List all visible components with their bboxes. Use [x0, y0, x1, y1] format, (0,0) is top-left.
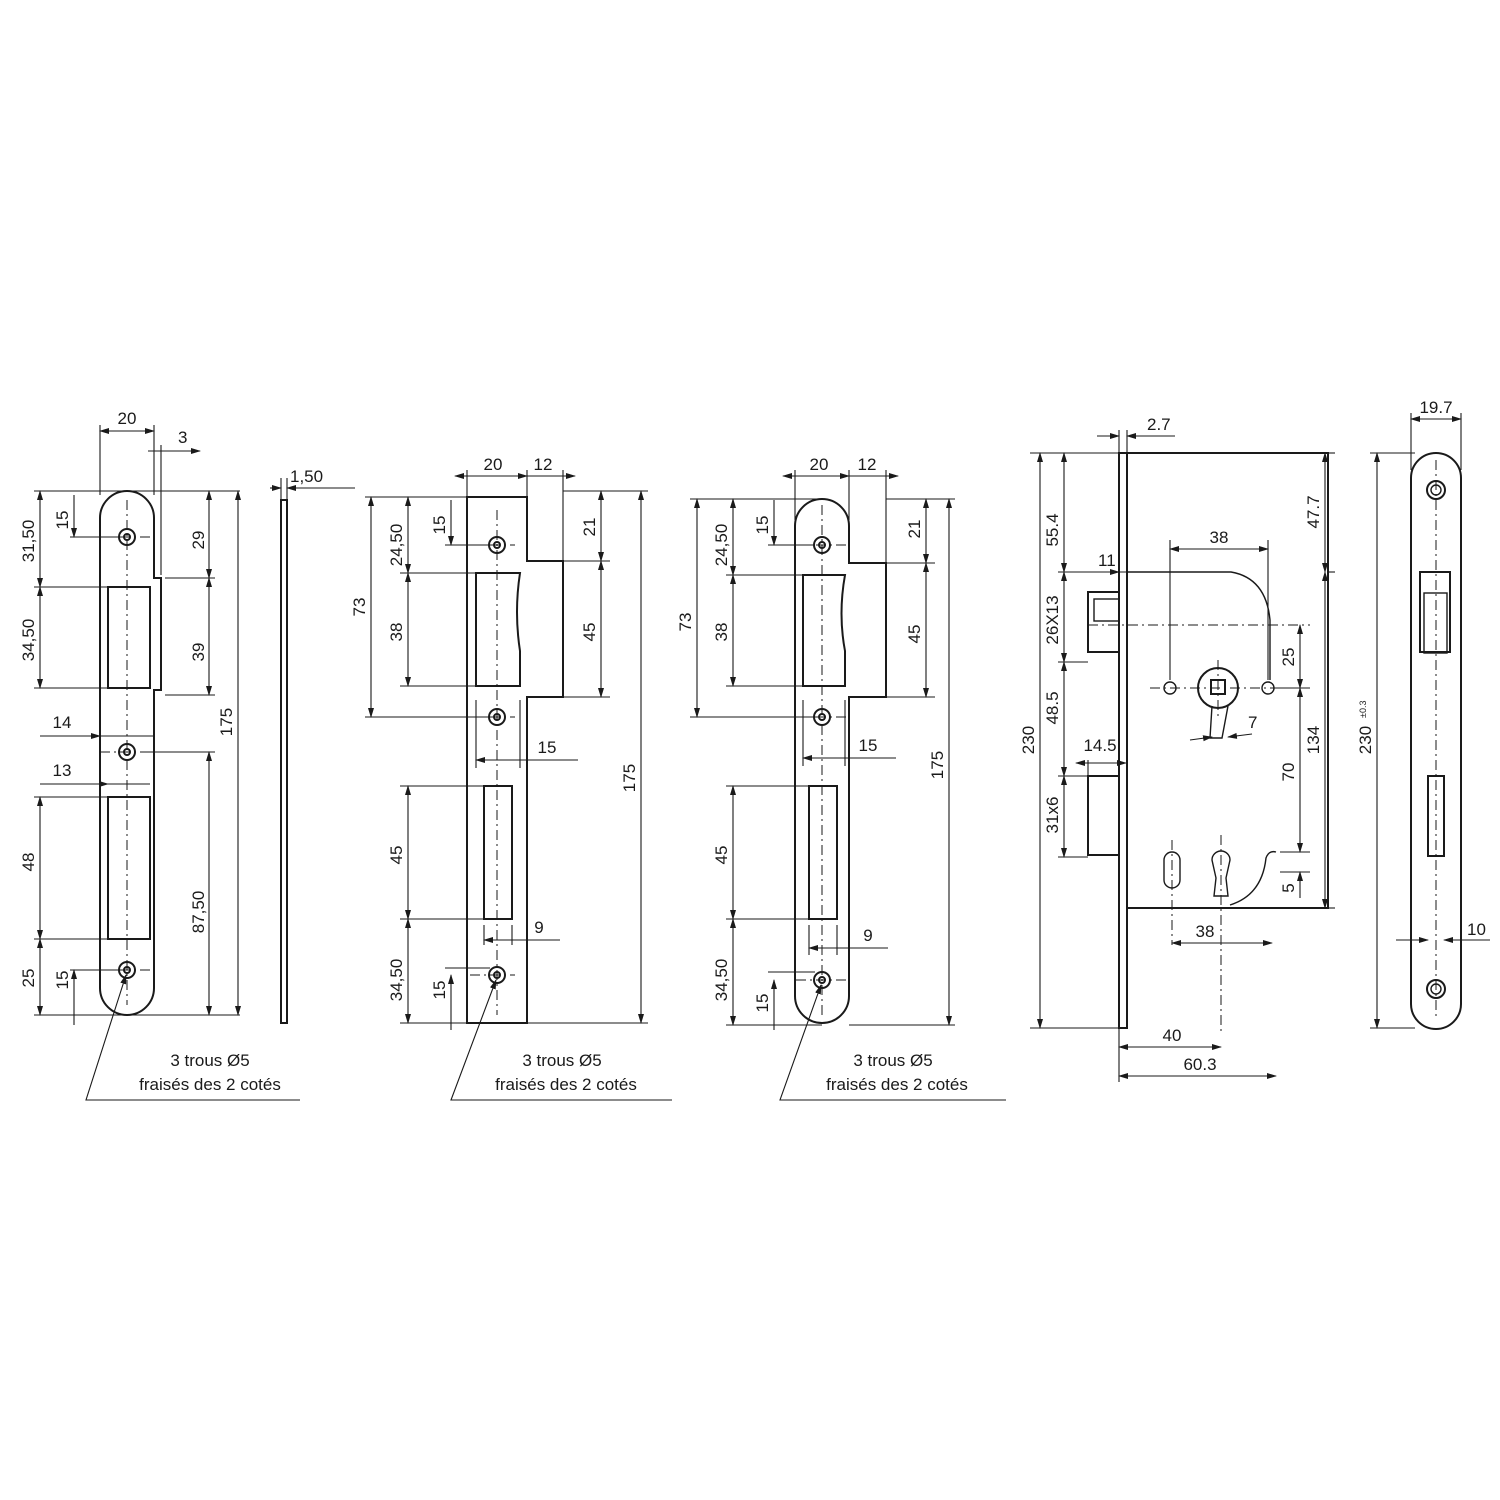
lock-case: [1127, 452, 1329, 909]
strike3-dim-38: 38: [712, 623, 731, 642]
strike2-dim-15-top: 15: [430, 516, 449, 535]
lock-dim-38-bottom: 38: [1196, 922, 1215, 941]
strike2-dim-12: 12: [534, 455, 553, 474]
strike-plate-side-view: 1,50: [270, 467, 355, 1024]
strike1-dim-13: 13: [53, 761, 72, 780]
faceplate-dim-10: 10: [1467, 920, 1486, 939]
strike3-dim-20: 20: [810, 455, 829, 474]
strike2-dim-20: 20: [484, 455, 503, 474]
strike2-dim-73: 73: [350, 598, 369, 617]
strike1-dim-width: 20: [118, 409, 137, 428]
strike1-dim-34-50: 34,50: [19, 619, 38, 662]
lock-forend-plate: [1118, 452, 1128, 1029]
lock-dim-26x13: 26X13: [1043, 595, 1062, 644]
strike2-dim-15-bottom: 15: [430, 981, 449, 1000]
faceplate-screw-top: [1426, 480, 1446, 500]
strike3-dim-15-top: 15: [753, 516, 772, 535]
strike2-dim-38: 38: [387, 623, 406, 642]
strike-plate-3: 20 12 73 24,50 38 45 34,50 15 15 21 45 1…: [676, 455, 1006, 1101]
strike3-dim-12: 12: [858, 455, 877, 474]
faceplate-latch-opening: [1419, 571, 1451, 653]
lock-body: 2.7 230 55.4 26X13 48.5 31x6 11 14.5 38 …: [1019, 415, 1335, 1082]
faceplate-screw-bottom: [1426, 979, 1446, 999]
strike2-dim-175: 175: [620, 764, 639, 792]
lock-dim-60-3: 60.3: [1183, 1055, 1216, 1074]
strike3-dim-45-right: 45: [905, 625, 924, 644]
strike2-dim-9: 9: [534, 918, 543, 937]
lock-dim-5: 5: [1279, 883, 1298, 892]
lock-dim-11: 11: [1098, 551, 1116, 570]
lock-dim-47-7: 47.7: [1304, 495, 1323, 528]
strike1-dim-15-top: 15: [53, 511, 72, 530]
strike2-dim-34-50: 34,50: [387, 959, 406, 1002]
strike1-bolt-opening: [107, 796, 151, 940]
strike3-dim-45-left: 45: [712, 846, 731, 865]
lock-dim-134: 134: [1304, 726, 1323, 754]
strike1-dim-offset: 3: [178, 428, 187, 447]
strike1-dim-48: 48: [19, 853, 38, 872]
lock-dim-plate-thickness: 2.7: [1147, 415, 1171, 434]
lock-dim-38-top: 38: [1210, 528, 1229, 547]
strike1-dim-87-50: 87,50: [189, 891, 208, 934]
lock-dim-55-4: 55.4: [1043, 513, 1062, 546]
strike3-note-line1: 3 trous Ø5: [853, 1051, 932, 1070]
strike1-note-line2: fraisés des 2 cotés: [139, 1075, 281, 1094]
lock-dim-70: 70: [1279, 763, 1298, 782]
strike1-dim-25: 25: [19, 969, 38, 988]
strike2-bolt-opening: [483, 785, 513, 920]
strike3-dim-34-50: 34,50: [712, 959, 731, 1002]
lock-dim-7: 7: [1248, 713, 1257, 732]
strike3-dim-24-50: 24,50: [712, 524, 731, 567]
strike2-dim-45-right: 45: [580, 623, 599, 642]
side-dim-thickness: 1,50: [290, 467, 323, 486]
strike1-outline: [99, 490, 162, 1016]
strike1-dim-15-bottom: 15: [53, 971, 72, 990]
lock-dim-25: 25: [1279, 648, 1298, 667]
lock-faceplate: 19.7 230 ±0.3 10: [1356, 398, 1490, 1030]
strike1-note-line1: 3 trous Ø5: [170, 1051, 249, 1070]
strike1-dim-31-50: 31,50: [19, 520, 38, 563]
strike-plate-2: 20 12 73 24,50 38 45 34,50 15 15 21 45 1…: [350, 455, 672, 1101]
strike2-note-line1: 3 trous Ø5: [522, 1051, 601, 1070]
lock-dim-14-5: 14.5: [1083, 736, 1116, 755]
strike2-dim-24-50: 24,50: [387, 524, 406, 567]
lock-cylinder-hole: [1163, 835, 1277, 1035]
strike3-latch-opening: [802, 574, 847, 687]
strike-plate-1: 20 3 31,50 34,50 48 25 15 15 14 13 29 39…: [19, 409, 300, 1101]
lock-dim-31x6: 31x6: [1043, 797, 1062, 834]
strike1-dim-29: 29: [189, 531, 208, 550]
lock-dim-230: 230: [1019, 726, 1038, 754]
faceplate-dim-230: 230: [1356, 726, 1375, 754]
faceplate-outline: [1410, 452, 1462, 1030]
strike3-dim-175: 175: [928, 751, 947, 779]
strike3-dim-73: 73: [676, 613, 695, 632]
strike1-dim-39: 39: [189, 643, 208, 662]
strike3-dim-15-width: 15: [859, 736, 878, 755]
lock-deadbolt: [1087, 775, 1120, 856]
strike1-dim-14: 14: [53, 713, 72, 732]
faceplate-dim-tolerance: ±0.3: [1358, 701, 1368, 718]
strike3-dim-15-bottom: 15: [753, 994, 772, 1013]
lock-latch: [1087, 591, 1120, 653]
strike3-note-line2: fraisés des 2 cotés: [826, 1075, 968, 1094]
strike2-dim-45-left: 45: [387, 846, 406, 865]
lock-dim-48-5: 48.5: [1043, 691, 1062, 724]
strike1-latch-opening: [107, 586, 151, 689]
strike2-dim-21: 21: [580, 518, 599, 537]
strike2-latch-opening: [475, 572, 522, 687]
side-plate-profile: [280, 499, 288, 1024]
strike3-dim-9: 9: [863, 926, 872, 945]
strike2-note-line2: fraisés des 2 cotés: [495, 1075, 637, 1094]
lock-latch-lever: [1127, 571, 1271, 680]
strike1-dim-175: 175: [217, 708, 236, 736]
lock-dim-40: 40: [1163, 1026, 1182, 1045]
strike3-dim-21: 21: [905, 520, 924, 539]
faceplate-dim-19-7: 19.7: [1419, 398, 1452, 417]
strike2-dim-15-width: 15: [538, 738, 557, 757]
strike3-bolt-opening: [808, 785, 838, 920]
